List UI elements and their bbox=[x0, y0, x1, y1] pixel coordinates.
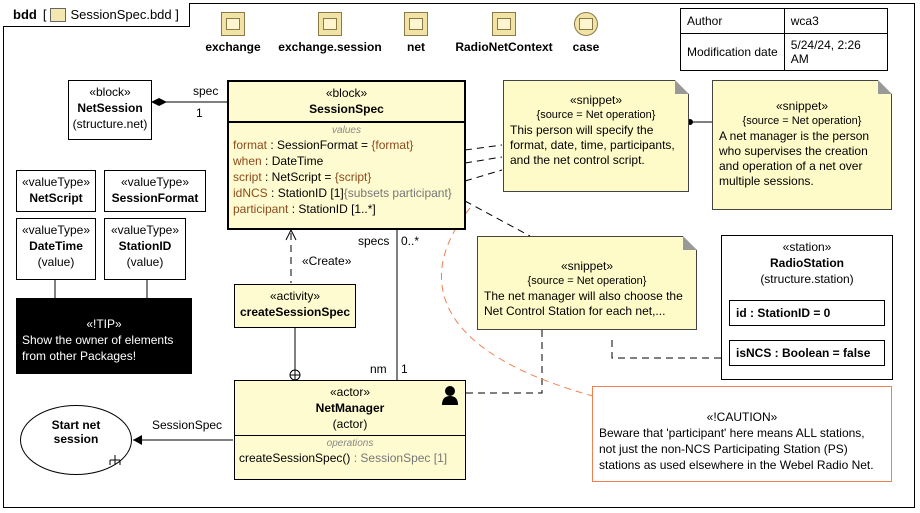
caution-note[interactable]: «!CAUTION» Beware that 'participant' her… bbox=[592, 386, 892, 482]
usecase-package-icon bbox=[574, 12, 598, 36]
valuetype-netscript[interactable]: «valueType» NetScript bbox=[16, 170, 96, 212]
value-idncs[interactable]: idNCS : StationID [1]{subsets participan… bbox=[233, 186, 452, 200]
mod-date-label: Modification date bbox=[680, 33, 785, 71]
diagram-info-table: Author wca3 Modification date 5/24/24, 2… bbox=[680, 8, 888, 71]
value-when[interactable]: when : DateTime bbox=[233, 154, 324, 168]
mod-date-value: 5/24/24, 2:26 AM bbox=[783, 33, 888, 71]
role-specs: specs bbox=[358, 234, 390, 248]
package-exchange[interactable]: exchange bbox=[200, 12, 266, 54]
part-id[interactable]: id : StationID = 0 bbox=[729, 300, 885, 326]
package-radionetcontext[interactable]: RadioNetContext bbox=[450, 12, 558, 54]
package-icon bbox=[492, 12, 516, 36]
value-script[interactable]: script : NetScript = {script} bbox=[233, 170, 372, 184]
author-value: wca3 bbox=[783, 8, 888, 34]
diagram-icon bbox=[50, 7, 67, 22]
operations-compartment: operations createSessionSpec() : Session… bbox=[235, 435, 465, 468]
valuetype-stationid[interactable]: «valueType» StationID (value) bbox=[104, 218, 186, 280]
package-case[interactable]: case bbox=[566, 12, 606, 54]
block-sessionspec[interactable]: «block» SessionSpec values format : Sess… bbox=[227, 80, 466, 230]
author-label: Author bbox=[680, 8, 785, 34]
tip-note[interactable]: «!TIP» Show the owner of elements from o… bbox=[16, 298, 192, 374]
package-exchange-session[interactable]: exchange.session bbox=[272, 12, 388, 54]
package-icon bbox=[318, 12, 342, 36]
valuetype-datetime[interactable]: «valueType» DateTime (value) bbox=[16, 218, 96, 280]
snippet-note-1[interactable]: «snippet» {source = Net operation} This … bbox=[503, 80, 689, 192]
block-netmanager[interactable]: «actor» NetManager (actor) operations cr… bbox=[234, 380, 466, 480]
package-net[interactable]: net bbox=[396, 12, 436, 54]
role-spec: spec bbox=[193, 84, 219, 98]
activity-createsessionspec[interactable]: «activity» createSessionSpec bbox=[234, 284, 356, 328]
block-radiostation[interactable]: «station» RadioStation (structure.statio… bbox=[721, 235, 893, 380]
snippet-note-2[interactable]: «snippet» {source = Net operation} A net… bbox=[712, 80, 892, 210]
block-netsession[interactable]: «block» NetSession (structure.net) bbox=[68, 80, 152, 140]
valuetype-sessionformat[interactable]: «valueType» SessionFormat bbox=[104, 170, 206, 212]
rake-icon bbox=[109, 455, 121, 465]
create-dependency-label: «Create» bbox=[302, 254, 352, 268]
values-compartment: values format : SessionFormat = {format}… bbox=[229, 121, 464, 219]
role-nm: nm bbox=[370, 362, 387, 376]
diagram-frame bbox=[3, 3, 915, 508]
value-format[interactable]: format : SessionFormat = {format} bbox=[233, 138, 414, 152]
operation-createsessionspec[interactable]: createSessionSpec() : SessionSpec [1] bbox=[239, 451, 448, 465]
part-isncs[interactable]: isNCS : Boolean = false bbox=[729, 340, 885, 366]
mult-nm: 1 bbox=[401, 362, 408, 376]
flow-label-sessionspec: SessionSpec bbox=[152, 418, 223, 432]
diagram-kind: bdd bbox=[13, 7, 37, 22]
value-participant[interactable]: participant : StationID [1..*] bbox=[233, 202, 376, 216]
diagram-name: SessionSpec.bdd bbox=[70, 7, 172, 22]
snippet-note-3[interactable]: «snippet» {source = Net operation} The n… bbox=[477, 236, 697, 330]
start-net-session-usecase[interactable]: Start net session bbox=[20, 405, 132, 475]
person-icon bbox=[442, 386, 458, 405]
mult-specs: 0..* bbox=[401, 234, 420, 248]
mult-spec: 1 bbox=[196, 106, 203, 120]
package-icon bbox=[221, 12, 245, 36]
frame-tab[interactable]: bdd [ SessionSpec.bdd ] bbox=[3, 3, 190, 27]
package-icon bbox=[404, 12, 428, 36]
